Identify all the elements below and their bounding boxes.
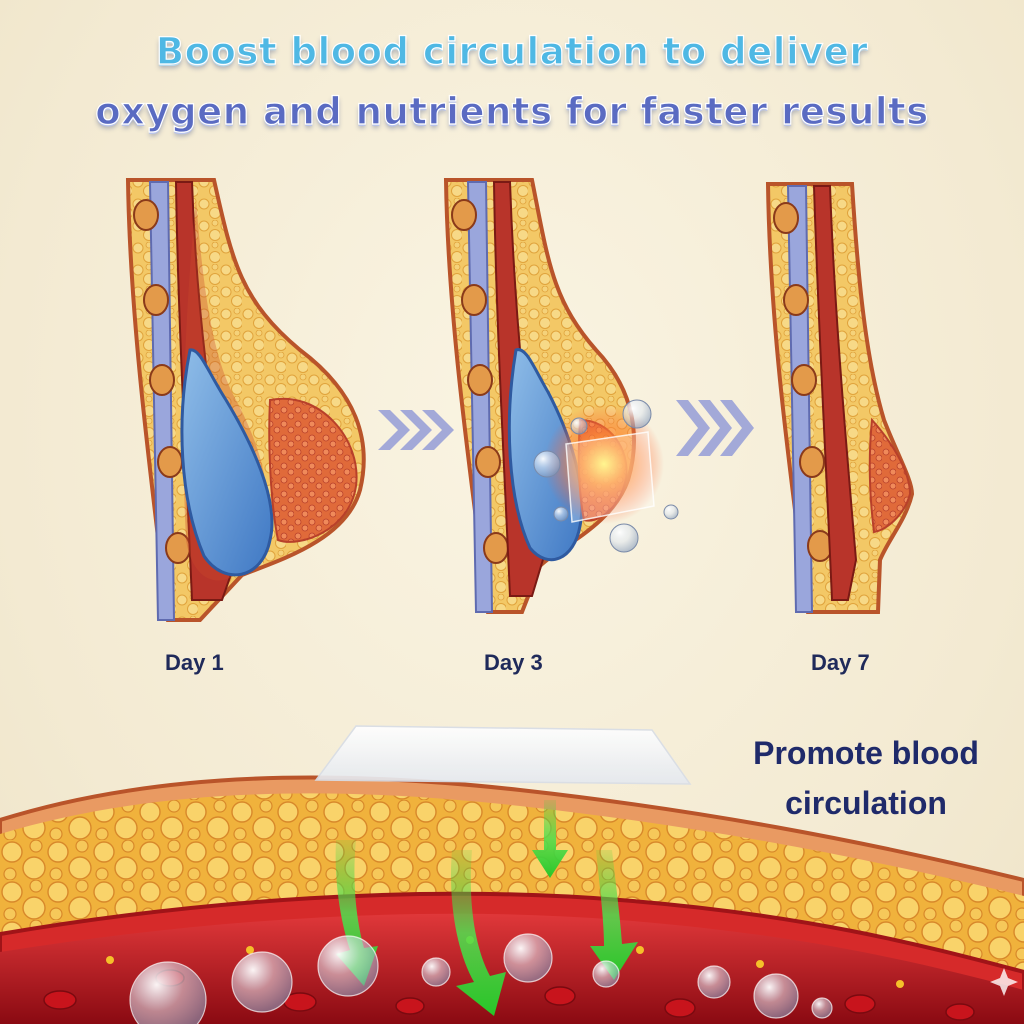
sparkle-icon [990, 968, 1018, 996]
cross-section-day-1 [125, 178, 366, 622]
stage-label-day-7: Day 7 [811, 650, 870, 675]
stage-label-day-3: Day 3 [484, 650, 543, 675]
chevron-arrows-icon [378, 410, 454, 450]
headline-line-1-text: Boost blood circulation to deliver [155, 29, 869, 73]
circulation-caption: Promote blood circulation [716, 728, 1016, 828]
caption-line-2: circulation [785, 785, 947, 821]
headline-line-1: Boost blood circulation to deliver [0, 22, 1024, 82]
bubble-icon [533, 399, 679, 553]
chevron-arrows-icon [676, 400, 754, 456]
bubble-icon [129, 933, 833, 1024]
cross-section-day-3 [443, 178, 664, 614]
headline-line-2: oxygen and nutrients for faster results [0, 82, 1024, 142]
patch-icon [565, 431, 655, 523]
headline-line-2-text: oxygen and nutrients for faster results [95, 89, 929, 133]
stage-label-day-1: Day 1 [165, 650, 224, 675]
headline: Boost blood circulation to deliver oxyge… [0, 22, 1024, 142]
cross-section-day-7 [765, 182, 915, 614]
caption-line-1: Promote blood [753, 735, 979, 771]
patch-icon [314, 725, 692, 785]
